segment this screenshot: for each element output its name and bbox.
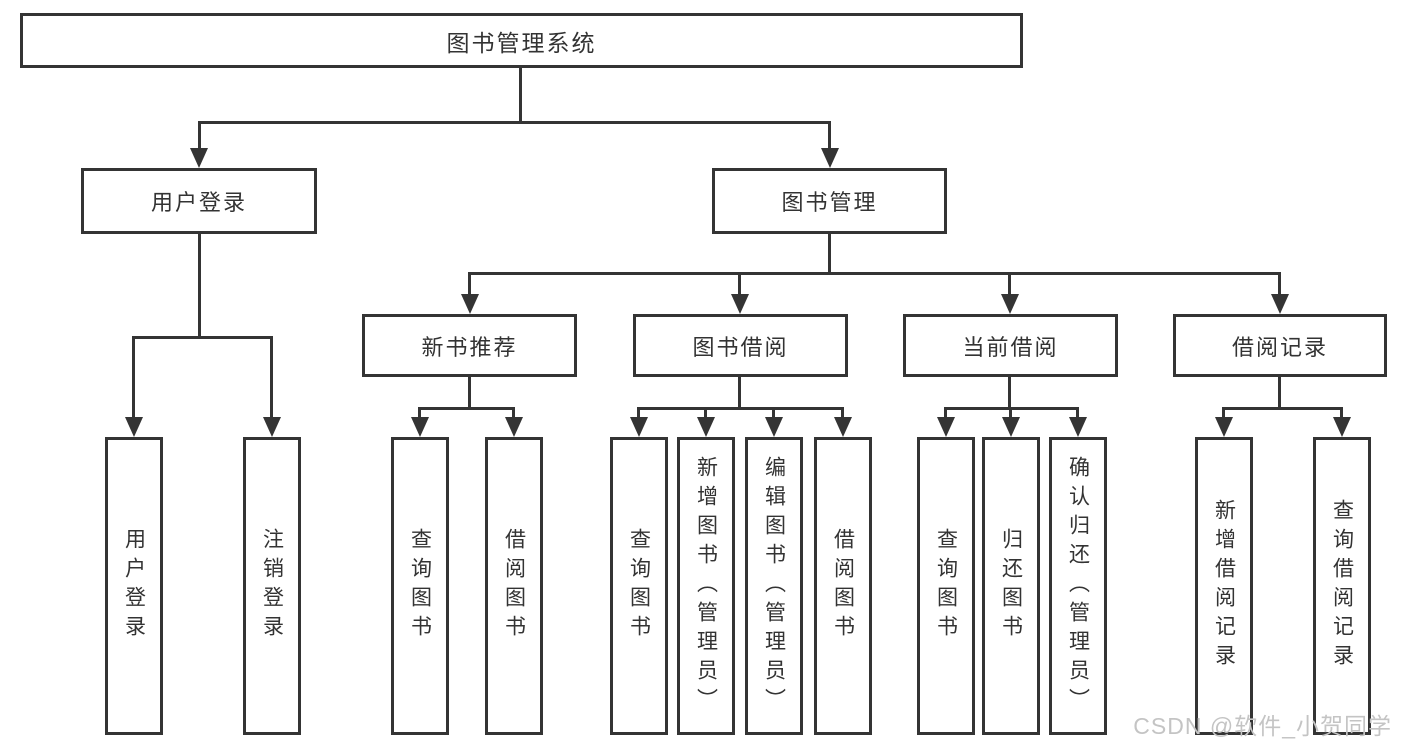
node-label: 借阅记录 [1231, 334, 1328, 360]
connector-line [738, 272, 741, 296]
leaf-query-books-recommend: 查询图书 [391, 437, 449, 735]
connector-line [1278, 377, 1281, 410]
node-label: 确认归还（管理员） [1066, 455, 1090, 717]
arrowhead-icon [1069, 417, 1087, 437]
arrowhead-icon [937, 417, 955, 437]
connector-line [704, 407, 707, 419]
node-label: 查询图书 [408, 528, 432, 644]
connector-line [1008, 377, 1011, 410]
node-label: 编辑图书（管理员） [762, 455, 786, 717]
connector-line [468, 272, 1281, 275]
arrowhead-icon [505, 417, 523, 437]
leaf-logout: 注销登录 [243, 437, 301, 735]
leaf-borrow-books: 借阅图书 [814, 437, 872, 735]
node-library-system: 图书管理系统 [20, 13, 1023, 68]
connector-line [738, 377, 741, 410]
arrowhead-icon [1002, 417, 1020, 437]
leaf-edit-book-admin: 编辑图书（管理员） [745, 437, 803, 735]
node-label: 新书推荐 [421, 334, 518, 360]
leaf-add-book-admin: 新增图书（管理员） [677, 437, 735, 735]
node-book-management: 图书管理 [712, 168, 947, 234]
leaf-confirm-return-admin: 确认归还（管理员） [1049, 437, 1107, 735]
csdn-watermark: CSDN @软件_小贺同学 [1133, 713, 1392, 739]
arrowhead-icon [263, 417, 281, 437]
node-label: 注销登录 [260, 528, 284, 644]
connector-line [828, 121, 831, 151]
arrowhead-icon [697, 417, 715, 437]
arrowhead-icon [461, 294, 479, 314]
arrowhead-icon [190, 148, 208, 168]
leaf-query-books-current: 查询图书 [917, 437, 975, 735]
connector-line [512, 407, 515, 419]
node-label: 借阅图书 [502, 528, 526, 644]
connector-line [772, 407, 775, 419]
arrowhead-icon [765, 417, 783, 437]
arrowhead-icon [1271, 294, 1289, 314]
connector-line [1076, 407, 1079, 419]
arrowhead-icon [630, 417, 648, 437]
arrowhead-icon [834, 417, 852, 437]
node-book-borrow: 图书借阅 [633, 314, 848, 377]
node-label: 查询图书 [627, 528, 651, 644]
leaf-query-borrow-record: 查询借阅记录 [1313, 437, 1371, 735]
connector-line [132, 336, 135, 419]
node-user-login: 用户登录 [81, 168, 317, 234]
connector-line [198, 121, 831, 124]
connector-line [198, 121, 201, 151]
node-current-borrow: 当前借阅 [903, 314, 1118, 377]
node-new-book-recommend: 新书推荐 [362, 314, 577, 377]
node-label: 图书借阅 [692, 334, 789, 360]
connector-line [198, 234, 201, 339]
connector-line [418, 407, 421, 419]
arrowhead-icon [731, 294, 749, 314]
arrowhead-icon [821, 148, 839, 168]
connector-line [637, 407, 844, 410]
node-label: 归还图书 [999, 528, 1023, 644]
connector-line [637, 407, 640, 419]
connector-line [944, 407, 947, 419]
connector-line [1278, 272, 1281, 296]
arrowhead-icon [1001, 294, 1019, 314]
connector-line [418, 407, 515, 410]
node-label: 用户登录 [150, 190, 247, 215]
leaf-borrow-books-recommend: 借阅图书 [485, 437, 543, 735]
arrowhead-icon [411, 417, 429, 437]
connector-line [1222, 407, 1343, 410]
leaf-return-book: 归还图书 [982, 437, 1040, 735]
node-label: 当前借阅 [962, 334, 1059, 360]
connector-line [468, 272, 471, 296]
node-label: 新增图书（管理员） [694, 455, 718, 717]
node-label: 新增借阅记录 [1212, 499, 1236, 673]
node-label: 借阅图书 [831, 528, 855, 644]
connector-line [132, 336, 273, 339]
connector-line [468, 377, 471, 410]
connector-line [1222, 407, 1225, 419]
node-label: 图书管理系统 [446, 29, 597, 56]
leaf-add-borrow-record: 新增借阅记录 [1195, 437, 1253, 735]
connector-line [1340, 407, 1343, 419]
connector-line [270, 336, 273, 419]
node-label: 查询图书 [934, 528, 958, 644]
node-borrow-records: 借阅记录 [1173, 314, 1387, 377]
arrowhead-icon [125, 417, 143, 437]
connector-line [519, 68, 522, 124]
node-label: 用户登录 [122, 528, 146, 644]
arrowhead-icon [1215, 417, 1233, 437]
node-label: 查询借阅记录 [1330, 499, 1354, 673]
connector-line [828, 234, 831, 275]
leaf-user-login: 用户登录 [105, 437, 163, 735]
leaf-query-books-borrow: 查询图书 [610, 437, 668, 735]
connector-line [841, 407, 844, 419]
connector-line [1009, 407, 1012, 419]
arrowhead-icon [1333, 417, 1351, 437]
connector-line [1008, 272, 1011, 296]
node-label: 图书管理 [781, 190, 878, 215]
